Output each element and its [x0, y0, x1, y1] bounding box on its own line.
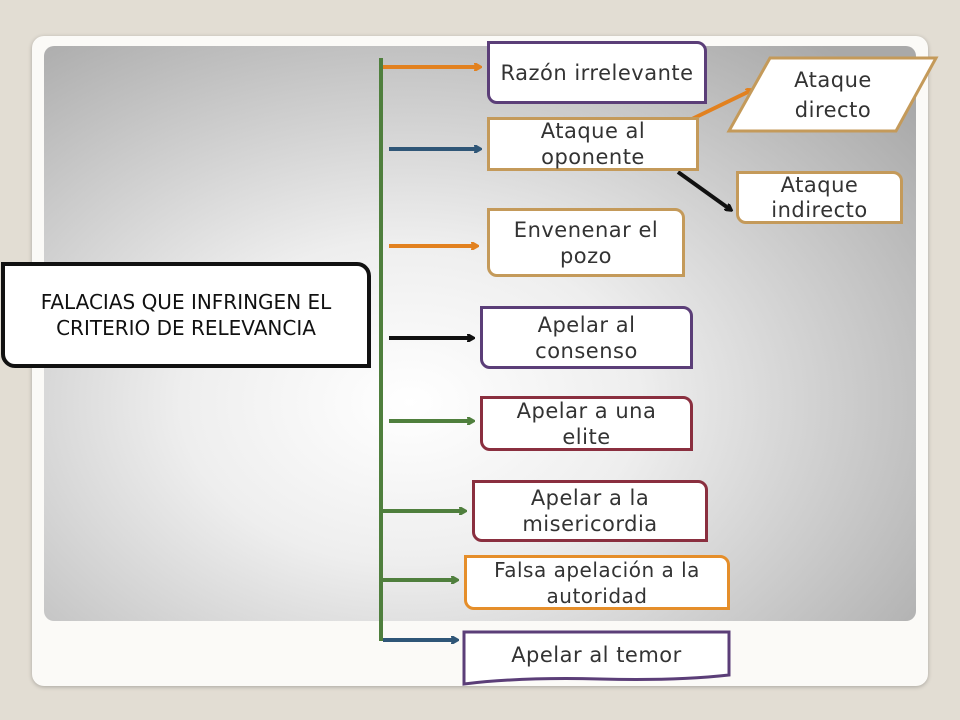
arrow-ataque-directo: [691, 90, 752, 121]
node-label: Apelar a una elite: [516, 398, 657, 449]
node-razon-irrelevante: Razón irrelevante: [487, 41, 707, 104]
node-label: Apelar al temor: [511, 643, 682, 667]
node-label: Ataque directo: [794, 68, 872, 122]
node-label: Envenenar el pozo: [513, 217, 659, 268]
node-label: Ataque indirecto: [771, 172, 868, 222]
node-falsa-apelacion-autoridad: Falsa apelación a la autoridad: [464, 555, 730, 610]
node-label: Apelar al consenso: [535, 312, 638, 363]
root-label: FALACIAS QUE INFRINGEN EL CRITERIO DE RE…: [40, 290, 332, 340]
arrow-ataque-indirecto: [676, 170, 731, 210]
node-apelar-temor: Apelar al temor: [464, 632, 729, 678]
node-label: Falsa apelación a la autoridad: [494, 557, 700, 608]
node-ataque-oponente: Ataque al oponente: [487, 117, 699, 171]
root-node: FALACIAS QUE INFRINGEN EL CRITERIO DE RE…: [1, 262, 371, 368]
ataque-directo-shape: [726, 56, 939, 133]
node-envenenar-pozo: Envenenar el pozo: [487, 208, 685, 277]
node-label: Ataque al oponente: [540, 119, 646, 169]
node-label: Razón irrelevante: [500, 60, 694, 85]
node-label: Apelar a la misericordia: [522, 486, 658, 536]
node-ataque-indirecto: Ataque indirecto: [736, 171, 903, 224]
apelar-temor-shape: [462, 630, 731, 686]
node-ataque-directo: Ataque directo: [730, 58, 936, 132]
node-apelar-misericordia: Apelar a la misericordia: [472, 480, 708, 542]
node-apelar-elite: Apelar a una elite: [480, 396, 693, 451]
node-apelar-consenso: Apelar al consenso: [480, 306, 693, 369]
